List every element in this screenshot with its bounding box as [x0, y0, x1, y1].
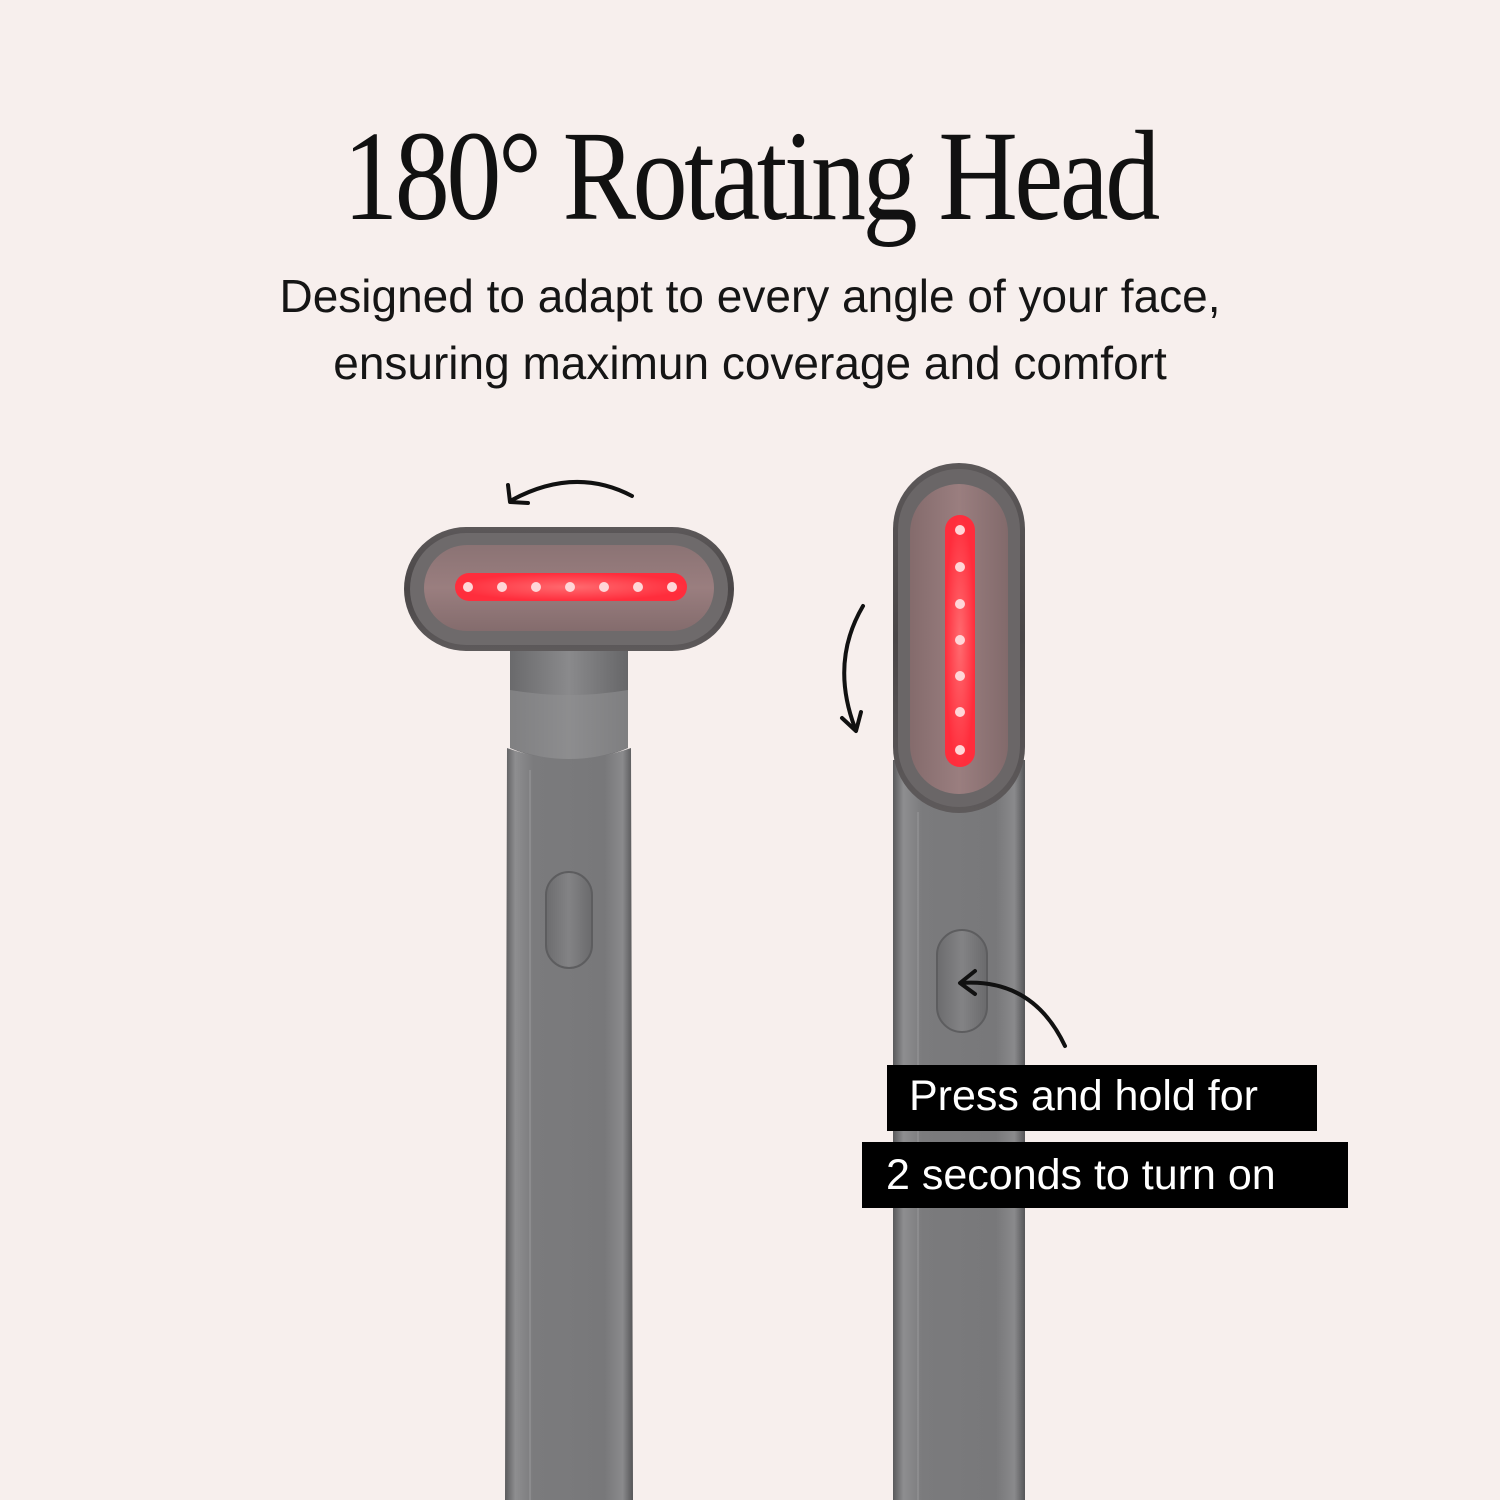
curved-arrow-left-icon: [506, 480, 634, 505]
curved-arrow-down-icon: [840, 604, 865, 733]
headline: 180° Rotating Head: [343, 105, 1160, 247]
left-led-dots: [463, 582, 677, 592]
left-device-shaft: [505, 748, 633, 1500]
right-device: [893, 463, 1025, 1500]
right-led-dots: [955, 525, 965, 755]
subtitle-line-2: ensuring maximun coverage and comfort: [333, 337, 1167, 389]
left-power-button: [545, 871, 593, 969]
left-device: [404, 527, 734, 1500]
callout-line-1: Press and hold for: [887, 1065, 1317, 1131]
callout-line-2: 2 seconds to turn on: [862, 1142, 1348, 1208]
subtitle-line-1: Designed to adapt to every angle of your…: [279, 270, 1221, 322]
curved-arrow-pointer-icon: [958, 969, 1067, 1048]
